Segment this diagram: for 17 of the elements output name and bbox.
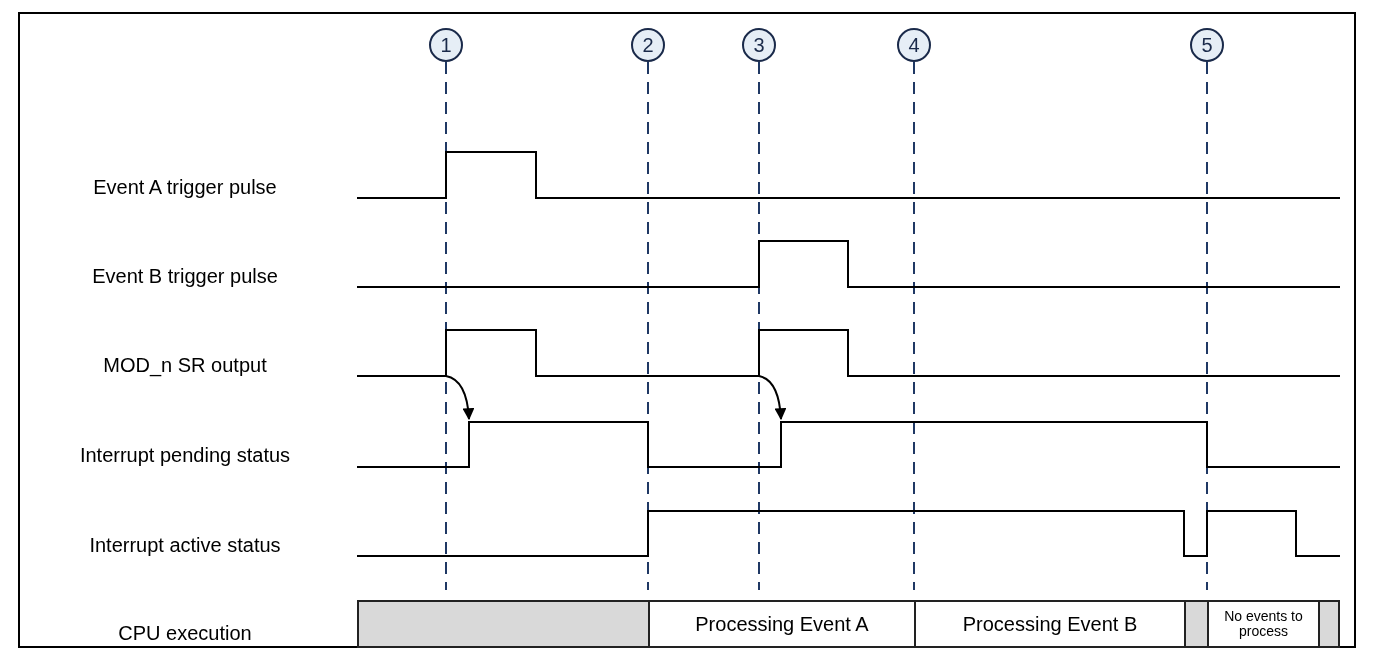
idle-segment [357,600,650,648]
idle-segment [1318,600,1340,648]
callout-number: 3 [742,28,776,62]
callout-number: 2 [631,28,665,62]
signal-name: MOD_n SR output [103,354,267,377]
execution-segment: No events to process [1207,600,1320,648]
signal-name: Event B trigger pulse [92,265,278,288]
signal-name: Interrupt active status [89,534,281,557]
callout-number: 1 [429,28,463,62]
signal-name: Event A trigger pulse [93,176,277,199]
execution-segment: Processing Event A [648,600,916,648]
idle-segment [1184,600,1209,648]
row-label: CPU execution [118,622,252,645]
callout-number: 4 [897,28,931,62]
execution-segment: Processing Event B [914,600,1186,648]
signal-name: Interrupt pending status [79,444,291,467]
callout-number: 5 [1190,28,1224,62]
